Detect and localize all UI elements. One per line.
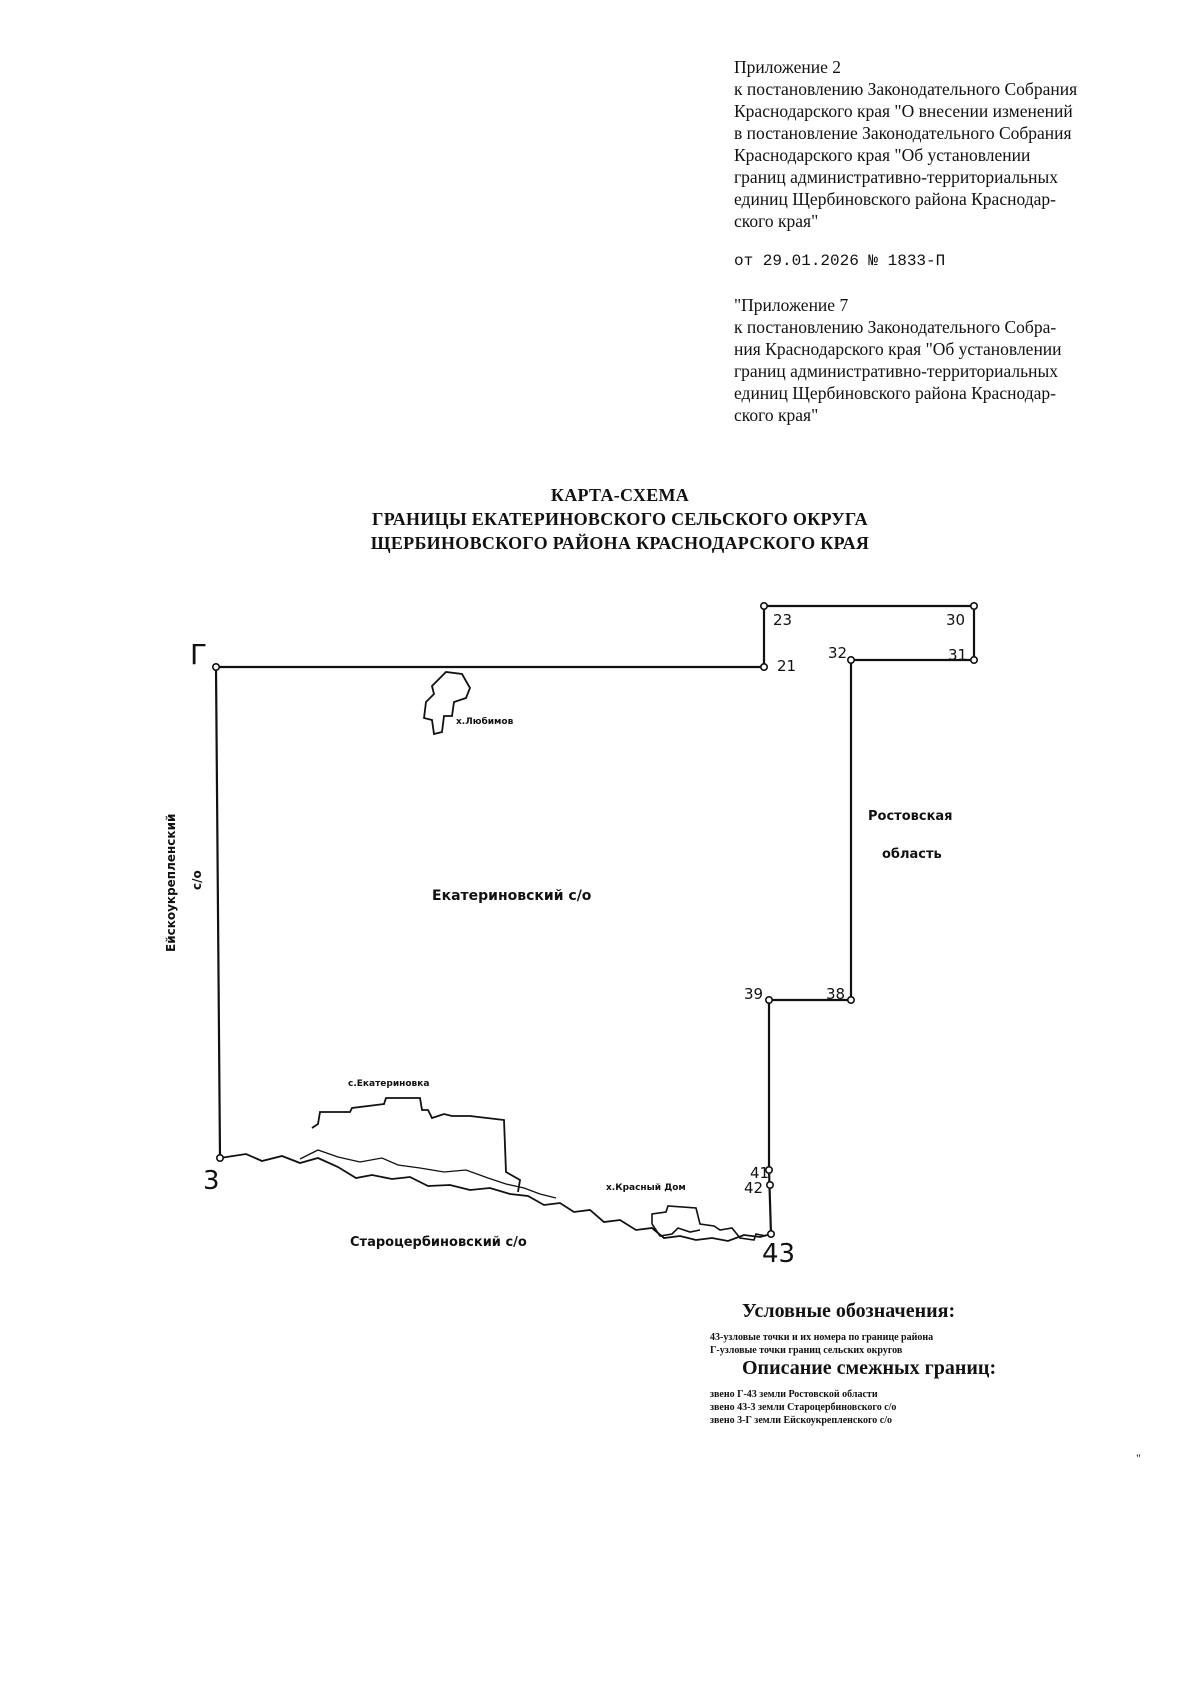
node-label-42: 42	[744, 1179, 763, 1197]
map-title-line: ЩЕРБИНОВСКОГО РАЙОНА КРАСНОДАРСКОГО КРАЯ	[370, 533, 870, 553]
quoted-appendix-line: границ административно-территориальных	[734, 361, 1058, 381]
node-point-31	[969, 655, 978, 664]
node-point-3	[216, 1154, 225, 1163]
quoted-appendix-line: "Приложение 7	[734, 295, 849, 315]
settlement-label-ekaterinovka: с.Екатериновка	[348, 1079, 429, 1089]
quoted-appendix-line: единиц Щербиновского района Краснодар-	[734, 383, 1056, 403]
legend-description: звено 3-Г земли Ейскоукрепленского с/о	[710, 1415, 892, 1426]
boundary-line-east	[216, 604, 976, 1235]
settlement-label-lyubimov: х.Любимов	[456, 716, 514, 727]
appendix-line: Краснодарского края "О внесении изменени…	[734, 101, 1073, 121]
area-label-eyskoukreplensky-line2: с/о	[190, 870, 204, 890]
node-label-38: 38	[826, 985, 845, 1003]
appendix-line: к постановлению Законодательного Собрани…	[734, 79, 1078, 99]
settlement-outline-ekaterinovka	[311, 1097, 521, 1193]
node-point-g	[212, 662, 221, 671]
node-label-43: 43	[762, 1239, 795, 1269]
node-point-39	[764, 995, 773, 1004]
appendix-line: ского края"	[734, 211, 819, 231]
boundary-line-west	[214, 666, 222, 1159]
map-title-line: ГРАНИЦЫ ЕКАТЕРИНОВСКОГО СЕЛЬСКОГО ОКРУГА	[372, 509, 868, 529]
legend-item: 43-узловые точки и их номера по границе …	[710, 1332, 934, 1343]
legend-description: звено Г-43 земли Ростовской области	[710, 1389, 878, 1400]
node-label-41: 41	[750, 1164, 769, 1182]
legend-description-title: Описание смежных границ:	[742, 1357, 997, 1379]
node-label-g: Г	[190, 638, 207, 671]
area-label-ekaterinovsky: Екатериновский с/о	[432, 888, 592, 904]
quoted-appendix-line: ского края"	[734, 405, 819, 425]
appendix-line: Краснодарского края "Об установлении	[734, 145, 1031, 165]
node-point-43	[766, 1230, 775, 1239]
settlement-label-krasny-dom: х.Красный Дом	[606, 1183, 686, 1193]
closing-quote-mark: "	[1136, 1451, 1141, 1465]
node-point-23	[759, 601, 768, 610]
node-label-32: 32	[828, 644, 847, 662]
settlement-outline-lyubimov	[423, 671, 471, 736]
node-label-39: 39	[744, 985, 763, 1003]
settlement-outline-krasny-dom	[651, 1205, 767, 1241]
node-label-30: 30	[946, 611, 965, 629]
node-point-21	[759, 662, 768, 671]
appendix-line: единиц Щербиновского района Краснодар-	[734, 189, 1056, 209]
area-label-starotserbinovsky: Староцербиновский с/о	[350, 1235, 527, 1250]
map-legend: Условные обозначения: 43-узловые точки и…	[710, 1300, 1130, 1427]
area-label-rostov-line1: Ростовская	[868, 809, 953, 824]
node-point-30	[969, 601, 978, 610]
node-label-31: 31	[948, 646, 967, 664]
node-label-23: 23	[773, 611, 792, 629]
quoted-appendix-line: ния Краснодарского края "Об установлении	[734, 339, 1062, 359]
appendix-header: Приложение 2 к постановлению Законодател…	[734, 56, 1134, 232]
quoted-appendix: "Приложение 7 к постановлению Законодате…	[734, 294, 1134, 426]
boundary-line-south	[219, 1153, 772, 1242]
decree-reference: от 29.01.2026 № 1833-П	[734, 252, 946, 270]
legend-description: звено 43-3 земли Староцербиновского с/о	[710, 1402, 897, 1413]
map-title: КАРТА-СХЕМА ГРАНИЦЫ ЕКАТЕРИНОВСКОГО СЕЛЬ…	[300, 483, 940, 555]
appendix-line: Приложение 2	[734, 57, 842, 77]
appendix-line: в постановление Законодательного Собрани…	[734, 123, 1072, 143]
node-point-42	[765, 1181, 774, 1190]
legend-title: Условные обозначения:	[742, 1300, 956, 1322]
node-point-32	[846, 655, 855, 664]
legend-item: Г-узловые точки границ сельских округов	[710, 1345, 903, 1356]
node-point-38	[846, 995, 855, 1004]
quoted-appendix-line: к постановлению Законодательного Собра-	[734, 317, 1057, 337]
area-label-rostov-line2: область	[882, 847, 942, 862]
area-label-eyskoukreplensky-line1: Ейскоукрепленский	[164, 814, 178, 952]
river-line	[299, 1149, 557, 1199]
node-point-41	[764, 1166, 773, 1175]
node-label-21: 21	[777, 657, 796, 675]
map-title-line: КАРТА-СХЕМА	[550, 485, 690, 505]
appendix-line: границ административно-территориальных	[734, 167, 1058, 187]
node-label-3: 3	[203, 1166, 220, 1196]
